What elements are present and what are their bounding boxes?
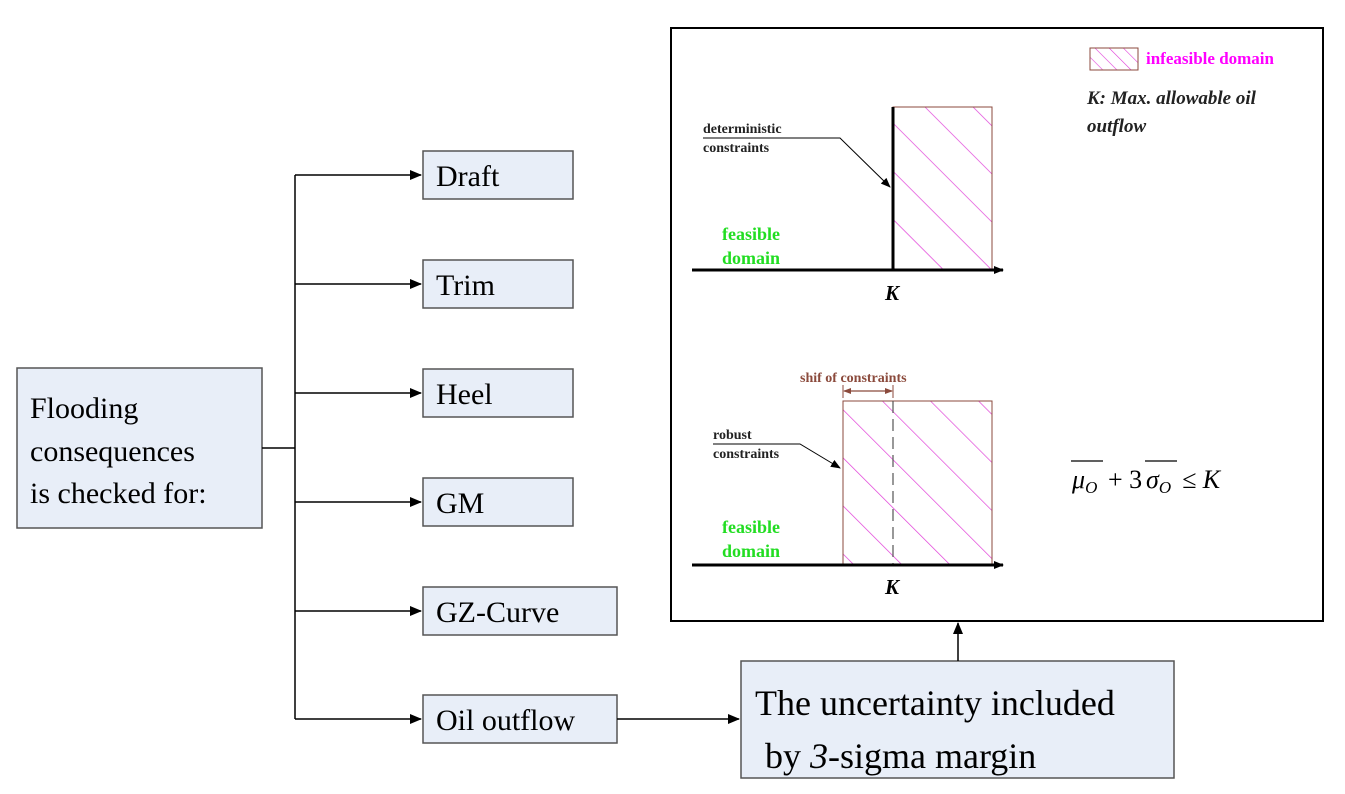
infeasible-region-top [892,106,993,271]
uncertainty-line-1: The uncertainty included [755,683,1115,723]
feasible-top-2: domain [722,248,780,268]
uncertainty-suffix: -sigma margin [828,736,1036,776]
formula-mu: μO [1071,465,1097,497]
k-note-line-2: outflow [1087,116,1146,137]
robust-label-1: robust [713,428,752,443]
source-line-3: is checked for: [30,477,207,510]
robust-label-2: constraints [713,447,780,462]
check-label-gz-curve: GZ-Curve [436,596,559,629]
mu-subscript: O [1085,478,1097,497]
check-trim: Trim [422,259,574,309]
check-label-trim: Trim [436,269,495,302]
check-label-draft: Draft [436,160,500,193]
deterministic-label-2: constraints [703,141,770,156]
check-label-gm: GM [436,487,484,520]
formula-plus3: + 3 [1108,465,1142,494]
uncertainty-line-2: by 3-sigma margin [765,736,1036,776]
deterministic-plot: deterministic constraints feasible domai… [692,106,1004,305]
k-note-line-1: K: Max. allowable oil [1086,88,1257,109]
uncertainty-prefix: by [765,736,810,776]
robust-plot: shif of constraints robust constraints f… [692,371,1004,599]
deterministic-label-1: deterministic [703,122,782,137]
axis-label-k-bottom: K [884,575,901,599]
formula-le-k: ≤ K [1182,465,1222,494]
source-line-1: Flooding [30,392,138,425]
check-heel: Heel [422,368,574,418]
legend-label: infeasible domain [1146,49,1275,68]
infeasible-region-bottom [842,400,993,566]
deterministic-leader [703,137,891,188]
connector-tree [262,170,422,724]
source-line-2: consequences [30,435,195,468]
check-label-heel: Heel [436,378,493,411]
check-label-oil-outflow: Oil outflow [436,704,575,737]
feasible-top-1: feasible [722,224,780,244]
check-gz-curve: GZ-Curve [422,586,618,636]
feasible-bottom-1: feasible [722,517,780,537]
mu-symbol: μ [1071,465,1085,494]
uncertainty-italic-3: 3 [809,736,828,776]
check-oil-outflow: Oil outflow [422,694,618,744]
shift-label: shif of constraints [800,371,907,386]
check-draft: Draft [422,150,574,200]
sigma-subscript: O [1159,478,1171,497]
robust-formula: μO + 3 σO ≤ K [1071,460,1222,497]
formula-sigma: σO [1146,465,1171,497]
check-gm: GM [422,477,574,527]
sigma-symbol: σ [1146,465,1160,494]
legend: infeasible domain [1089,47,1275,71]
robust-leader [713,443,841,469]
feasible-bottom-2: domain [722,541,780,561]
axis-label-k-top: K [884,281,901,305]
uncertainty-box: The uncertainty included by 3-sigma marg… [740,660,1175,779]
constraint-panel: infeasible domain K: Max. allowable oil … [670,27,1324,622]
legend-hatch-swatch [1089,47,1139,71]
source-box: Flooding consequences is checked for: [16,367,263,529]
